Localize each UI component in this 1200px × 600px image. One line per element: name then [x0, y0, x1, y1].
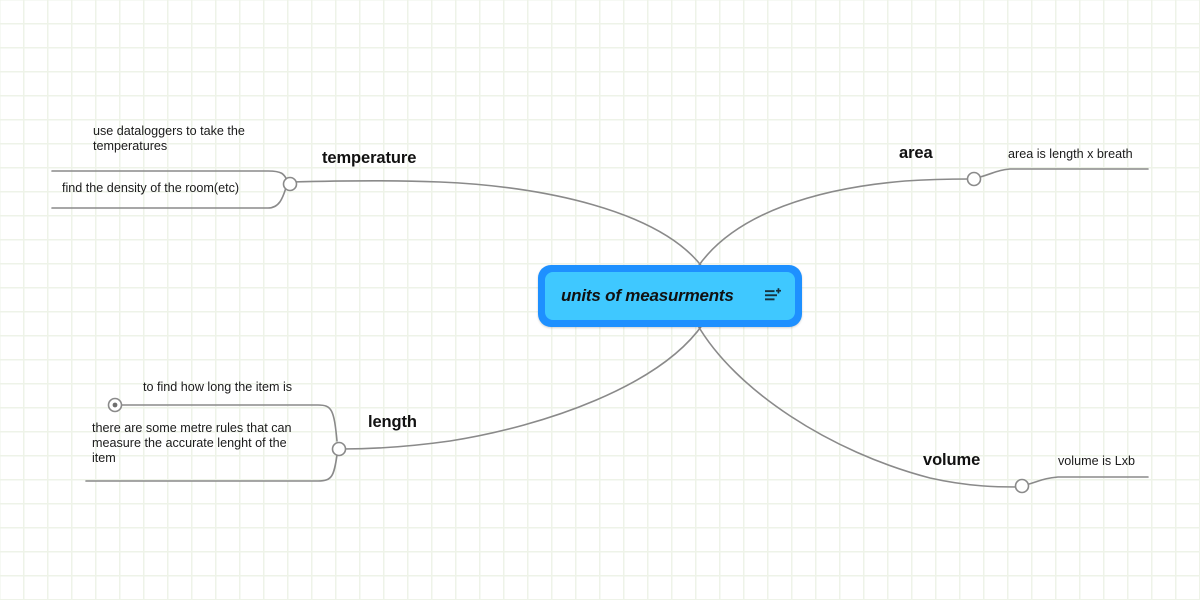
edge-volume-child-1	[1028, 476, 1149, 485]
connector-length-child-1-collapsed[interactable]	[107, 397, 123, 413]
branch-label-length[interactable]: length	[368, 413, 417, 431]
central-node-inner: units of measurments	[545, 272, 795, 320]
branch-label-volume[interactable]: volume	[923, 451, 981, 469]
notes-add-icon[interactable]	[765, 288, 783, 304]
central-node-label: units of measurments	[561, 286, 734, 305]
leaf-area-child-1[interactable]: area is length x breath	[1008, 147, 1133, 161]
edge-center-to-temperature	[291, 180, 704, 269]
branch-label-temperature[interactable]: temperature	[322, 149, 417, 167]
central-node[interactable]: units of measurments	[538, 265, 802, 327]
leaf-temperature-child-1[interactable]: use dataloggers to take the temperatures	[93, 124, 245, 153]
edge-area-child-1	[979, 168, 1149, 178]
leaf-volume-child-1[interactable]: volume is Lxb	[1058, 454, 1135, 468]
connector-length[interactable]	[331, 441, 347, 457]
connector-volume[interactable]	[1014, 478, 1030, 494]
connector-area[interactable]	[966, 171, 982, 187]
branch-label-area[interactable]: area	[899, 144, 933, 162]
leaf-length-child-1[interactable]: to find how long the item is	[143, 380, 293, 394]
leaf-length-child-2[interactable]: there are some metre rules that can meas…	[92, 421, 292, 465]
leaf-temperature-child-2[interactable]: find the density of the room(etc)	[62, 181, 240, 195]
edge-temperature-child-1	[51, 170, 288, 181]
edge-center-to-area	[696, 178, 971, 269]
